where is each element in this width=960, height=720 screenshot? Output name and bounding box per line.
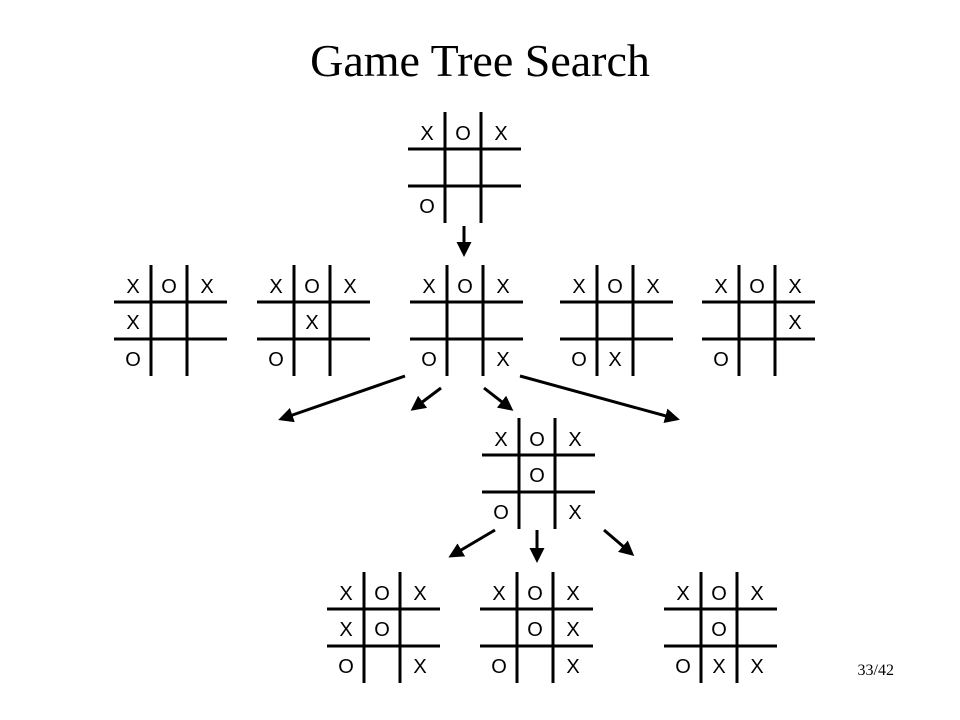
- tree-edge-arrow: [448, 528, 496, 558]
- board-mark: X: [200, 276, 213, 298]
- board-mark: X: [750, 583, 763, 605]
- board-mark: X: [750, 656, 763, 678]
- board-mark: O: [268, 349, 284, 371]
- board-mark: X: [572, 276, 585, 298]
- board-mark: O: [419, 196, 435, 218]
- board-mark: X: [676, 583, 689, 605]
- board-mark: X: [496, 349, 509, 371]
- board-mark: O: [711, 619, 727, 641]
- board-mark: X: [269, 276, 282, 298]
- board-mark: X: [646, 276, 659, 298]
- board-mark: X: [492, 583, 505, 605]
- board-mark: O: [607, 276, 623, 298]
- board-mark: X: [788, 276, 801, 298]
- tree-edge-arrow: [278, 374, 406, 423]
- board-mark: X: [566, 656, 579, 678]
- board-mark: O: [571, 349, 587, 371]
- board-mark: O: [493, 502, 509, 524]
- board-mark: O: [491, 656, 507, 678]
- board-mark: O: [529, 465, 545, 487]
- board-mark: O: [527, 583, 543, 605]
- board-mark: O: [161, 276, 177, 298]
- board-mark: O: [374, 619, 390, 641]
- board-mark: X: [494, 123, 507, 145]
- board-mark: X: [422, 276, 435, 298]
- board-mark: X: [420, 123, 433, 145]
- tree-edge-arrow: [410, 386, 442, 411]
- board-mark: X: [413, 656, 426, 678]
- tree-edge-arrow: [603, 528, 635, 556]
- board-mark: O: [527, 619, 543, 641]
- board-mark: O: [304, 276, 320, 298]
- board-mark: X: [126, 276, 139, 298]
- board-mark: X: [413, 583, 426, 605]
- slide-title: Game Tree Search: [310, 35, 650, 86]
- board-mark: O: [529, 429, 545, 451]
- board-mark: X: [566, 619, 579, 641]
- tree-edge-arrow: [483, 386, 514, 411]
- board-mark: O: [713, 349, 729, 371]
- board-mark: O: [749, 276, 765, 298]
- board-mark: O: [455, 123, 471, 145]
- board-mark: X: [126, 312, 139, 334]
- board-mark: X: [788, 312, 801, 334]
- board-mark: O: [421, 349, 437, 371]
- board-mark: O: [338, 656, 354, 678]
- board-mark: X: [339, 619, 352, 641]
- board-mark: O: [711, 583, 727, 605]
- board-mark: O: [675, 656, 691, 678]
- board-mark: X: [712, 656, 725, 678]
- board-mark: X: [566, 583, 579, 605]
- board-mark: X: [343, 276, 356, 298]
- page-number: 33/42: [857, 662, 894, 679]
- tree-edges: [278, 226, 680, 563]
- board-mark: X: [339, 583, 352, 605]
- board-mark: O: [125, 349, 141, 371]
- board-mark: X: [496, 276, 509, 298]
- board-mark: X: [714, 276, 727, 298]
- board-mark: O: [457, 276, 473, 298]
- board-mark: X: [608, 349, 621, 371]
- board-mark: O: [374, 583, 390, 605]
- board-mark: X: [568, 429, 581, 451]
- board-mark: X: [305, 312, 318, 334]
- board-mark: X: [494, 429, 507, 451]
- board-mark: X: [568, 502, 581, 524]
- tree-edge-arrow: [519, 374, 680, 424]
